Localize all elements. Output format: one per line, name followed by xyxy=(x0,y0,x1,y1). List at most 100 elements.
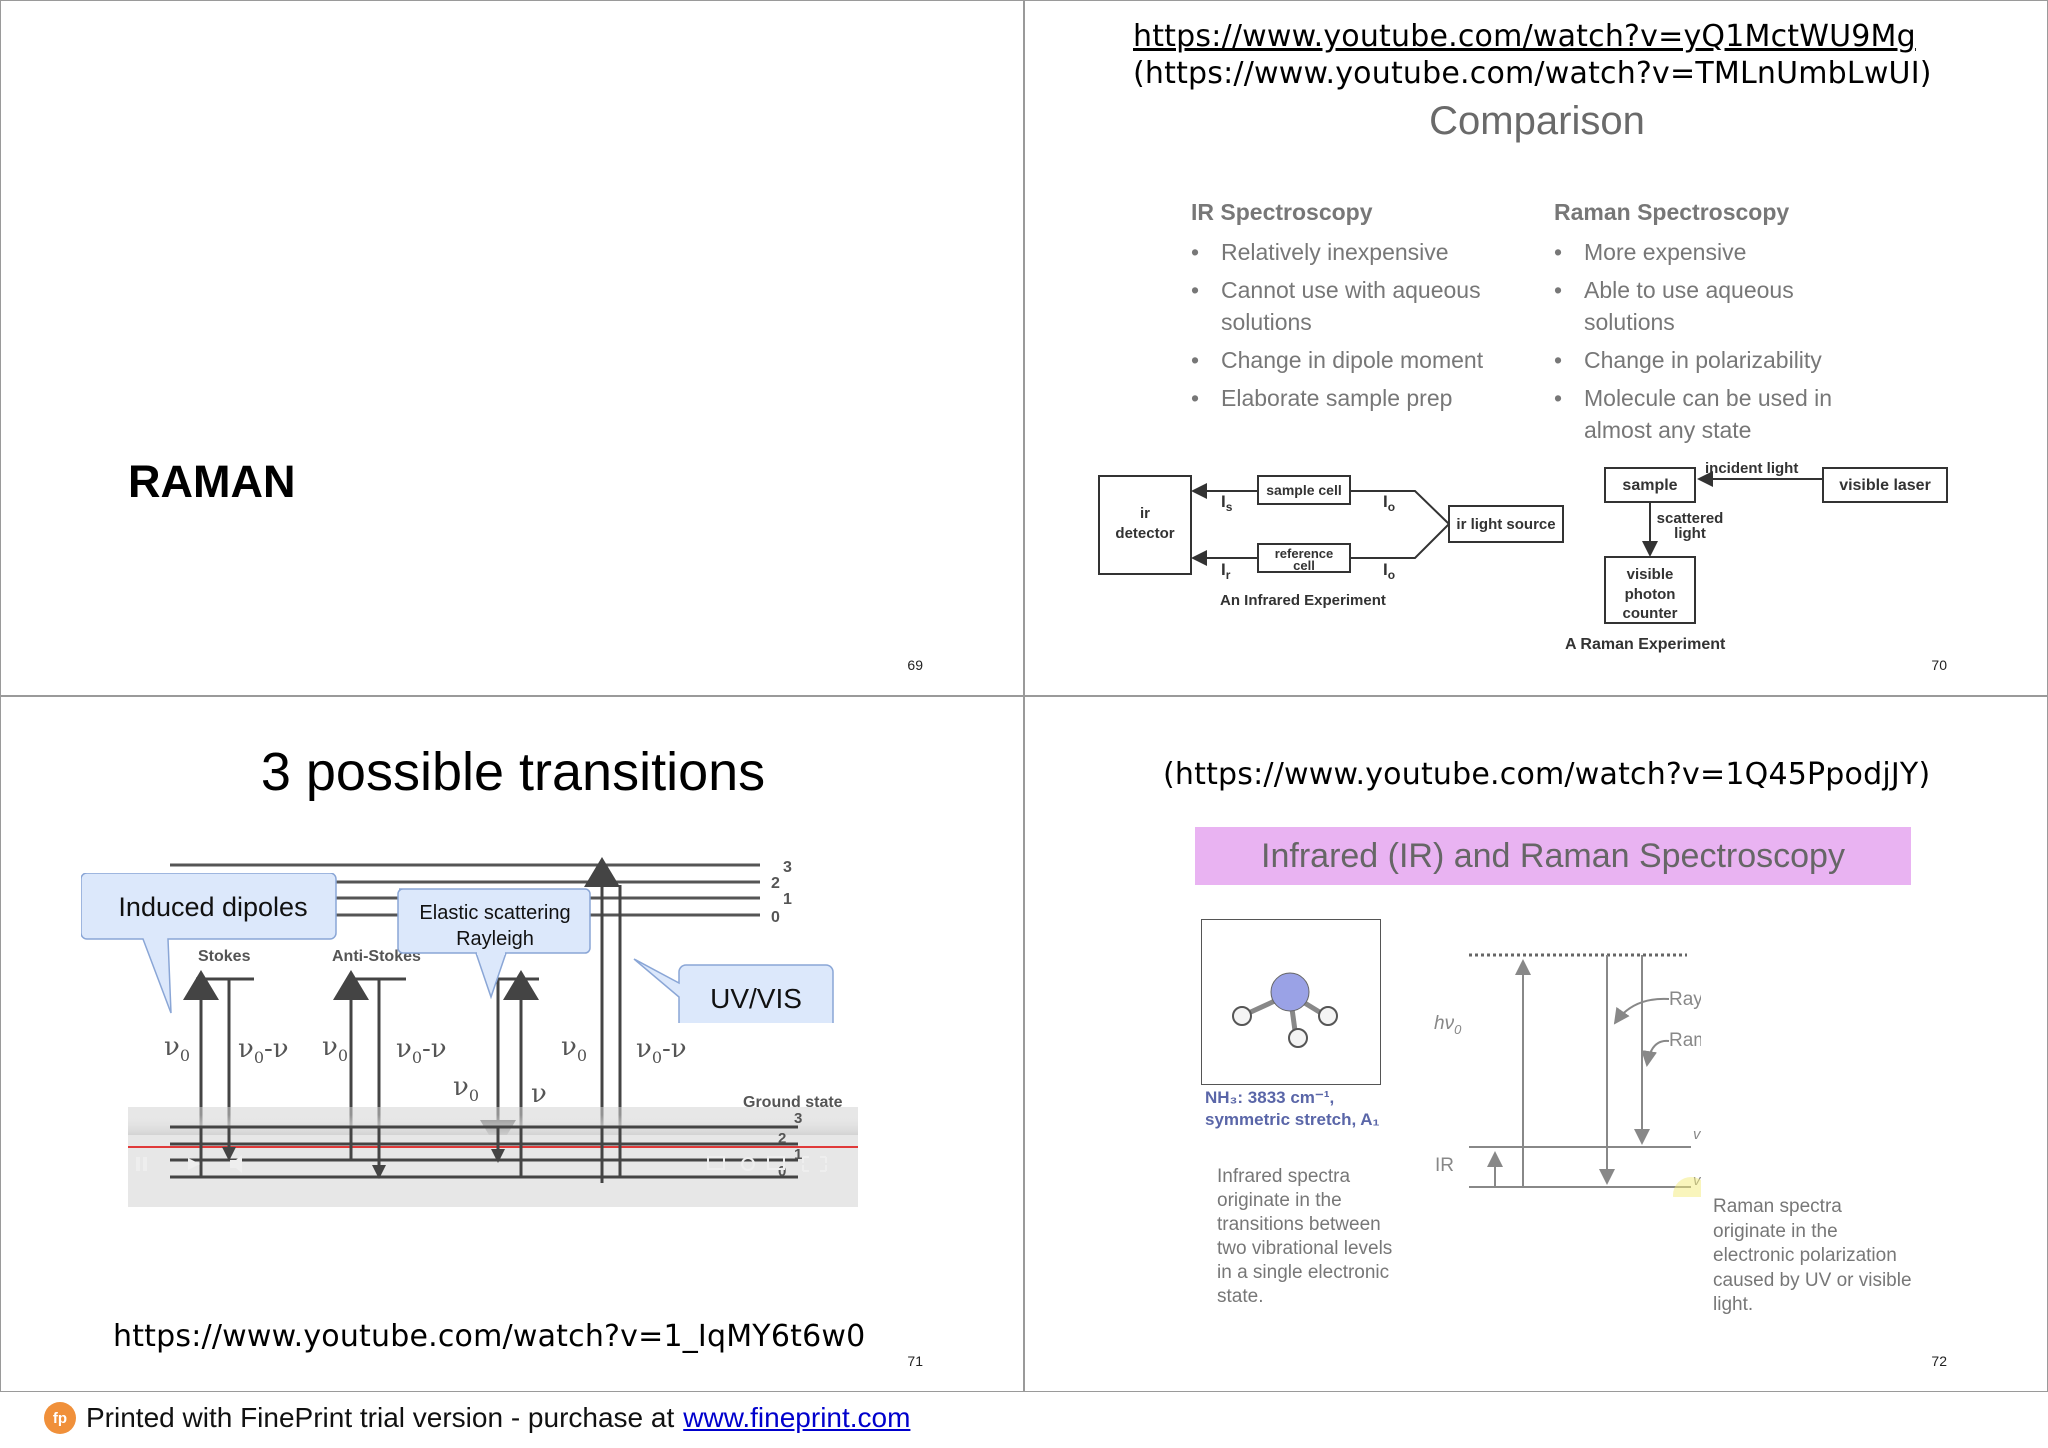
Ir-label: Ir xyxy=(1221,560,1231,582)
stokes-label: Stokes xyxy=(198,948,251,965)
rayleigh-label: Rayleigh xyxy=(1669,989,1701,1010)
Io-label: Io xyxy=(1383,560,1395,582)
video-link[interactable]: (https://www.youtube.com/watch?v=1Q45Ppo… xyxy=(1163,757,1931,792)
ir-item: Elaborate sample prep xyxy=(1191,382,1521,414)
slide-title: Comparison xyxy=(1429,99,1645,143)
fineprint-link[interactable]: www.fineprint.com xyxy=(683,1402,911,1433)
miniplayer-icon[interactable] xyxy=(767,1156,785,1170)
video-link[interactable]: https://www.youtube.com/watch?v=1_IqMY6t… xyxy=(113,1319,866,1354)
hv0-label: hν0 xyxy=(1434,1013,1462,1037)
nh3-caption: NH₃: 3833 cm⁻¹, symmetric stretch, A₁ xyxy=(1205,1088,1380,1129)
counter-label: counter xyxy=(1622,605,1677,622)
counter-label: photon xyxy=(1625,586,1676,603)
nu0-label: ν0 xyxy=(322,1032,348,1065)
nu0-minus-nu-label: ν0-ν xyxy=(396,1034,447,1067)
slide-title: RAMAN xyxy=(128,456,296,507)
page-number: 72 xyxy=(1931,1353,1947,1369)
uvvis-text: UV/VIS xyxy=(710,983,802,1014)
ground-state-label: Ground state xyxy=(743,1094,843,1111)
scattered-label: light xyxy=(1674,525,1706,542)
v-prime-label: v' xyxy=(1693,1126,1701,1143)
level-number: 2 xyxy=(778,1130,786,1147)
raman-caption: A Raman Experiment xyxy=(1565,636,1726,653)
fineprint-footer: fp Printed with FinePrint trial version … xyxy=(44,1400,910,1436)
sample-label: sample xyxy=(1622,477,1677,494)
level-number: 3 xyxy=(794,1110,802,1127)
raman-item: Change in polarizability xyxy=(1554,344,1884,376)
video-link-alt: (https://www.youtube.com/watch?v=TMLnUmb… xyxy=(1133,56,1932,91)
ir-item: Change in dipole moment xyxy=(1191,344,1521,376)
cursor-highlight xyxy=(1673,1177,1701,1197)
ground-levels: 3 2 1 0 xyxy=(128,1107,858,1207)
footer-text: Printed with FinePrint trial version - p… xyxy=(86,1402,675,1433)
incident-label: incident light xyxy=(1705,460,1798,477)
nu0-minus-nu-label: ν0-ν xyxy=(238,1034,289,1067)
ir-label: IR xyxy=(1435,1155,1454,1176)
detector-box xyxy=(1098,475,1192,575)
nh3-molecule-icon xyxy=(1232,972,1338,1048)
scattered-label: scattered xyxy=(1657,510,1724,527)
raman-heading: Raman Spectroscopy xyxy=(1554,199,1790,225)
ir-column: IR Spectroscopy Relatively inexpensive C… xyxy=(1191,199,1521,420)
callouts: Induced dipoles Elastic scattering Rayle… xyxy=(81,873,834,1023)
volume-icon[interactable] xyxy=(230,1155,242,1173)
raman-note: Raman spectra originate in the electroni… xyxy=(1713,1196,1912,1315)
level-number: 0 xyxy=(778,1163,786,1180)
experiment-diagrams: ir detector sample cell reference cell i… xyxy=(1098,460,1948,653)
slide-69: RAMAN 69 xyxy=(0,0,1024,696)
ir-item: Cannot use with aqueous solutions xyxy=(1191,274,1521,338)
level-number: 1 xyxy=(783,891,792,908)
laser-label: visible laser xyxy=(1839,477,1931,494)
ir-caption: An Infrared Experiment xyxy=(1220,592,1386,609)
slide-71: 3 possible transitions 3 2 1 0 Stokes An… xyxy=(0,696,1024,1392)
raman-item: More expensive xyxy=(1554,236,1884,268)
energy-level-diagram: Rayleigh Raman hν0 IR v' v xyxy=(1434,953,1701,1197)
level-number: 3 xyxy=(783,859,792,876)
raman-column: Raman Spectroscopy More expensive Able t… xyxy=(1554,199,1884,452)
video-link[interactable]: https://www.youtube.com/watch?v=yQ1MctWU… xyxy=(1133,19,1916,54)
page-number: 69 xyxy=(907,657,923,673)
raman-item: Molecule can be used in almost any state xyxy=(1554,382,1884,446)
Is-label: Is xyxy=(1221,492,1233,514)
ir-note: Infrared spectra originate in the transi… xyxy=(1217,1166,1393,1307)
counter-label: visible xyxy=(1627,566,1674,583)
detector-label: detector xyxy=(1115,525,1174,542)
slide-70: https://www.youtube.com/watch?v=yQ1MctWU… xyxy=(1024,0,2048,696)
nu0-label: ν0 xyxy=(164,1032,190,1065)
Io-label: Io xyxy=(1383,492,1395,514)
page-number: 70 xyxy=(1931,657,1947,673)
nu0-minus-nu-label: ν0-ν xyxy=(636,1034,687,1067)
uvvis-callout xyxy=(633,958,834,1023)
rayleigh-text: Rayleigh xyxy=(456,928,534,950)
source-label: ir light source xyxy=(1456,516,1555,533)
anti-stokes-label: Anti-Stokes xyxy=(332,948,421,965)
pause-icon[interactable] xyxy=(136,1157,140,1171)
nu0-label: ν0 xyxy=(561,1032,587,1065)
raman-item: Able to use aqueous solutions xyxy=(1554,274,1884,338)
level-number: 2 xyxy=(771,875,780,892)
induced-dipoles-callout xyxy=(81,873,337,1014)
nu0-label: ν0 xyxy=(453,1072,479,1105)
nu-label: ν xyxy=(531,1079,547,1109)
fineprint-logo-icon: fp xyxy=(44,1402,76,1434)
reference-cell-label: cell xyxy=(1293,558,1315,573)
induced-dipoles-text: Induced dipoles xyxy=(118,892,307,922)
reference-cell-label: reference xyxy=(1275,546,1334,561)
ir-heading: IR Spectroscopy xyxy=(1191,199,1373,225)
fullscreen-icon[interactable] xyxy=(802,1156,827,1172)
sample-cell-label: sample cell xyxy=(1266,482,1342,498)
laser-box xyxy=(1822,467,1948,503)
page-number: 71 xyxy=(907,1353,923,1369)
level-number: 1 xyxy=(794,1146,802,1163)
banner-title: Infrared (IR) and Raman Spectroscopy xyxy=(1195,827,1911,885)
slide-title: 3 possible transitions xyxy=(260,742,766,802)
captions-icon[interactable] xyxy=(707,1156,725,1170)
slide-72: (https://www.youtube.com/watch?v=1Q45Ppo… xyxy=(1024,696,2048,1392)
next-icon[interactable] xyxy=(188,1158,200,1170)
detector-label: ir xyxy=(1140,505,1150,522)
raman-label: Raman xyxy=(1669,1030,1701,1051)
settings-icon[interactable] xyxy=(741,1157,755,1171)
molecule-image xyxy=(1201,919,1381,1085)
ir-item: Relatively inexpensive xyxy=(1191,236,1521,268)
elastic-text: Elastic scattering xyxy=(419,902,570,924)
